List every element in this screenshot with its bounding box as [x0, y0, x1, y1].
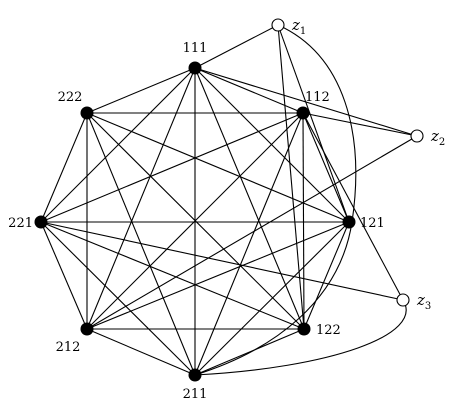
edge-111-121 [194, 67, 350, 223]
vertex-221 [34, 215, 48, 229]
edge-121-222 [86, 112, 350, 223]
vertex-label-letter: z [430, 127, 439, 145]
edge-z2-112 [302, 112, 418, 137]
edge-221-222 [40, 112, 88, 223]
vertex-label-subscript: 2 [439, 137, 445, 148]
edge-z2-111 [194, 67, 418, 137]
curved-edge-z3-211 [194, 299, 407, 376]
vertex-label-z3: z3 [416, 291, 431, 312]
vertex-111 [188, 61, 202, 75]
vertex-label-112: 112 [305, 90, 330, 105]
vertex-label-letter: z [416, 291, 425, 309]
vertex-label-221: 221 [8, 216, 33, 231]
edge-111-212 [86, 67, 196, 330]
edge-121-122 [303, 221, 350, 330]
edge-111-221 [40, 67, 196, 223]
vertex-label-212: 212 [56, 340, 81, 355]
edge-z1-121 [277, 24, 350, 223]
edge-z1-122 [277, 24, 305, 330]
vertex-121 [342, 215, 356, 229]
vertex-label-121: 121 [360, 216, 385, 231]
vertex-z3 [396, 293, 410, 307]
vertex-212 [80, 322, 94, 336]
vertex-122 [297, 322, 311, 336]
vertex-label-z2: z2 [430, 127, 445, 148]
edge-layer [40, 24, 418, 376]
vertex-layer [34, 18, 424, 382]
edge-121-212 [86, 221, 350, 330]
edge-122-222 [86, 112, 305, 330]
vertex-label-122: 122 [316, 323, 341, 338]
vertex-222 [80, 106, 94, 120]
vertex-211 [188, 368, 202, 382]
vertex-label-211: 211 [183, 387, 208, 402]
vertex-label-subscript: 1 [300, 26, 306, 37]
edge-z3-112 [302, 112, 404, 301]
edge-122-221 [40, 221, 305, 330]
edge-121-211 [194, 221, 350, 376]
vertex-z2 [410, 129, 424, 143]
edge-212-221 [40, 221, 88, 330]
vertex-112 [296, 106, 310, 120]
edge-z1-111 [194, 24, 279, 69]
edge-112-122 [302, 112, 305, 330]
edge-211-212 [86, 328, 196, 376]
edge-112-121 [302, 112, 350, 223]
edge-z2-212 [86, 135, 418, 330]
vertex-z1 [271, 18, 285, 32]
vertex-label-letter: z [291, 16, 300, 34]
vertex-label-111: 111 [183, 41, 208, 56]
edge-z3-221 [40, 221, 404, 301]
vertex-label-z1: z1 [291, 16, 306, 37]
edge-111-222 [86, 67, 196, 114]
vertex-label-subscript: 3 [425, 301, 431, 312]
edge-112-211 [194, 112, 304, 376]
edge-122-211 [194, 328, 305, 376]
edge-112-221 [40, 112, 304, 223]
edge-211-221 [40, 221, 196, 376]
vertex-label-222: 222 [58, 90, 83, 105]
